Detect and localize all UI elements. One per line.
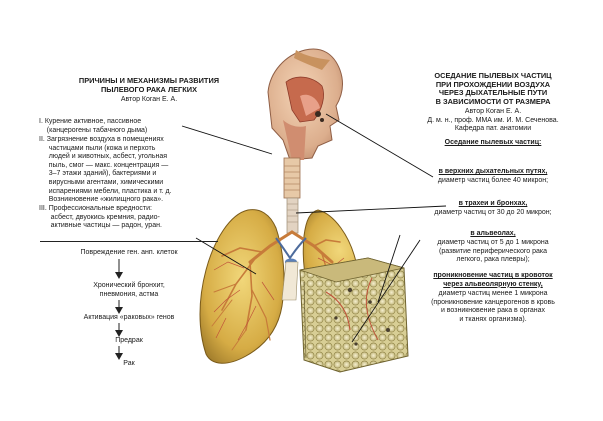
- vessel-base: [275, 237, 307, 301]
- right-title: ОСЕДАНИЕ ПЫЛЕВЫХ ЧАСТИЦ ПРИ ПРОХОЖДЕНИИ …: [434, 71, 552, 106]
- cause-indoor-air: II. Загрязнение воздуха в помещениях час…: [39, 136, 172, 204]
- settling-trachea-body: диаметр частиц от 30 до 20 микрон;: [434, 209, 552, 216]
- pointer-lines: [181, 113, 447, 343]
- settling-upper-head: в верхних дыхательных путях,: [438, 168, 548, 175]
- trachea: [283, 157, 301, 234]
- flow-arrow-3: [115, 323, 123, 337]
- settling-title: Оседание пылевых частиц:: [444, 139, 542, 146]
- settling-blood-body: диаметр частиц менее 1 микрона (проникно…: [431, 290, 555, 323]
- flow-step-cancer: Рак: [123, 360, 135, 367]
- flow-step-bronchitis: Хронический бронхит, пневмония, астма: [93, 282, 165, 298]
- bronchial-tree: [211, 230, 341, 351]
- settling-blood-head: проникновение частиц в кровоток через ал…: [433, 272, 553, 288]
- flow-step-precancer: Предрак: [115, 337, 143, 344]
- right-authors: Автор Коган Е. А. Д. м. н., проф. ММА им…: [427, 108, 559, 133]
- settling-trachea-head: в трахеи и бронхах,: [458, 200, 528, 207]
- settling-upper-body: диаметр частиц более 40 микрон;: [437, 177, 549, 184]
- flow-step-cancer-genes: Активация «раковых» генов: [83, 314, 175, 321]
- flow-arrow-4: [115, 346, 123, 360]
- flow-step-gene-damage: Повреждение ген. анп. клеток: [80, 249, 178, 256]
- settling-alveoli-body: диаметр частиц от 5 до 1 микрона (развит…: [437, 239, 549, 264]
- left-title: ПРИЧИНЫ И МЕХАНИЗМЫ РАЗВИТИЯ ПЫЛЕВОГО РА…: [78, 76, 220, 94]
- cause-smoking: I. Курение активное, пассивное (канцерог…: [39, 118, 148, 134]
- left-lung: [199, 209, 285, 364]
- settling-alveoli-head: в альвеолах,: [470, 230, 516, 237]
- left-author: Автор Коган Е. А.: [120, 96, 178, 103]
- head-section: [267, 48, 344, 161]
- flow-arrow-2: [115, 300, 123, 314]
- cause-occupational: III. Профессиональные вредности: асбест,…: [39, 205, 162, 230]
- alveoli-block: [299, 257, 409, 373]
- flow-arrow-1: [115, 259, 123, 279]
- flow-divider: [40, 241, 218, 242]
